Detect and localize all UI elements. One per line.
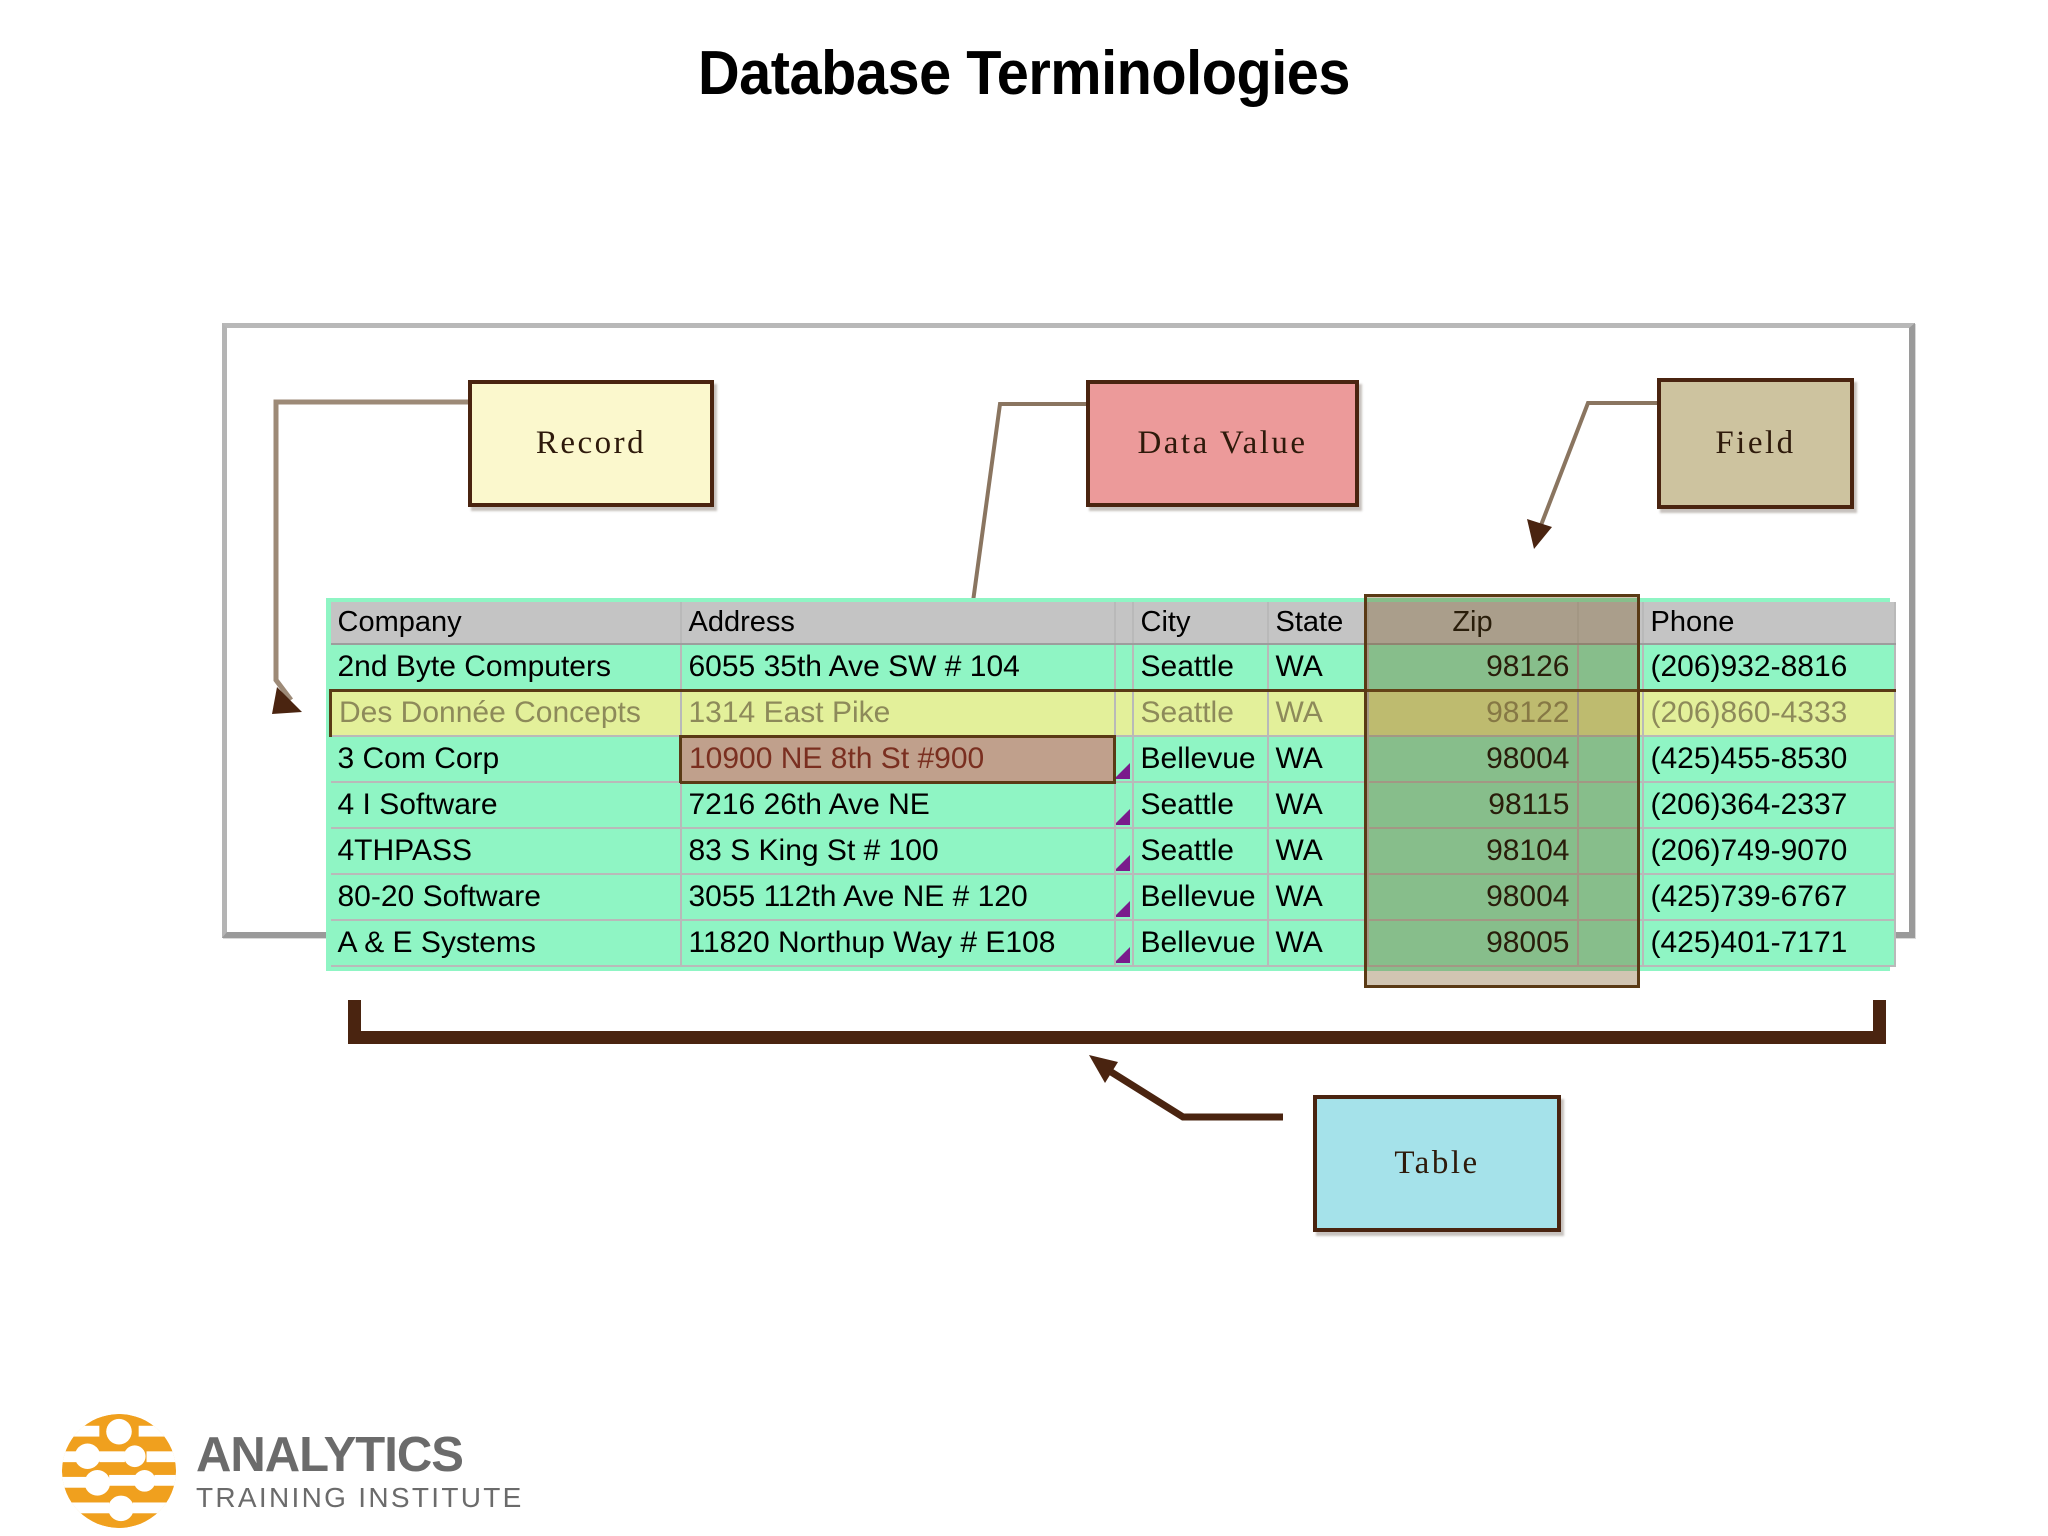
cell-state[interactable]: WA	[1267, 736, 1369, 783]
cell-address[interactable]: 83 S King St # 100	[680, 828, 1116, 875]
cell-company[interactable]: 3 Com Corp	[330, 736, 682, 783]
callout-box-record[interactable]: Record	[468, 380, 714, 507]
cell-address[interactable]: 6055 35th Ave SW # 104	[680, 644, 1116, 691]
cell-company[interactable]: 4 I Software	[330, 782, 682, 829]
overflow-triangle-icon	[1114, 947, 1130, 963]
cell-spacer	[1114, 874, 1134, 921]
overflow-triangle-icon	[1114, 763, 1130, 779]
column-header-zip[interactable]: Zip	[1367, 602, 1579, 645]
cell-phone[interactable]: (425)455-8530	[1642, 736, 1896, 783]
cell-spacer	[1114, 782, 1134, 829]
table-span-bracket	[348, 1000, 1886, 1044]
cell-phone[interactable]: (425)739-6767	[1642, 874, 1896, 921]
cell-spacer	[1114, 736, 1134, 783]
table-row-highlighted-record[interactable]: Des Donnée Concepts 1314 East Pike Seatt…	[329, 688, 1896, 737]
analytics-network-circle-icon	[61, 1413, 177, 1529]
cell-phone[interactable]: (206)364-2337	[1642, 782, 1896, 829]
cell-city[interactable]: Bellevue	[1132, 736, 1269, 783]
cell-zip-spacer	[1577, 874, 1644, 921]
overflow-triangle-icon	[1114, 809, 1130, 825]
table-row[interactable]: 80-20 Software 3055 112th Ave NE # 120 B…	[330, 874, 1896, 921]
cell-state[interactable]: WA	[1267, 920, 1369, 967]
cell-company[interactable]: 2nd Byte Computers	[330, 644, 682, 691]
cell-spacer	[1114, 828, 1134, 875]
cell-zip[interactable]: 98115	[1367, 782, 1579, 829]
data-table-container[interactable]: Company Address City State Zip Phone 2nd…	[326, 598, 1896, 971]
cell-state[interactable]: WA	[1267, 828, 1369, 875]
cell-state[interactable]: WA	[1267, 644, 1369, 691]
callout-box-table[interactable]: Table	[1313, 1095, 1561, 1232]
column-header-spacer	[1114, 602, 1134, 645]
overflow-triangle-icon	[1114, 855, 1130, 871]
cell-city[interactable]: Seattle	[1132, 782, 1269, 829]
cell-spacer	[1114, 644, 1134, 691]
page-title: Database Terminologies	[698, 39, 1350, 108]
table-header-row: Company Address City State Zip Phone	[330, 602, 1896, 645]
cell-zip[interactable]: 98005	[1367, 920, 1579, 967]
cell-city[interactable]: Bellevue	[1132, 920, 1269, 967]
column-header-phone[interactable]: Phone	[1642, 602, 1896, 645]
cell-address[interactable]: 3055 112th Ave NE # 120	[680, 874, 1116, 921]
column-header-company[interactable]: Company	[330, 602, 682, 645]
table-leader-line	[1089, 1055, 1283, 1121]
overflow-triangle-icon	[1114, 901, 1130, 917]
cell-phone[interactable]: (425)401-7171	[1642, 920, 1896, 967]
cell-zip-spacer	[1577, 736, 1644, 783]
cell-zip-spacer	[1577, 920, 1644, 967]
cell-zip[interactable]: 98004	[1367, 736, 1579, 783]
column-header-state[interactable]: State	[1267, 602, 1369, 645]
cell-city[interactable]: Seattle	[1132, 688, 1269, 737]
cell-zip-spacer	[1577, 688, 1644, 737]
footer-logo: ANALYTICS TRAINING INSTITUTE	[60, 1412, 524, 1530]
column-header-city[interactable]: City	[1132, 602, 1269, 645]
cell-city[interactable]: Seattle	[1132, 644, 1269, 691]
cell-company[interactable]: 80-20 Software	[330, 874, 682, 921]
cell-phone[interactable]: (206)749-9070	[1642, 828, 1896, 875]
table-header: Company Address City State Zip Phone	[330, 602, 1896, 645]
database-table[interactable]: Company Address City State Zip Phone 2nd…	[329, 602, 1896, 967]
cell-state[interactable]: WA	[1267, 782, 1369, 829]
table-row[interactable]: 2nd Byte Computers 6055 35th Ave SW # 10…	[330, 644, 1896, 691]
cell-address[interactable]: 7216 26th Ave NE	[680, 782, 1116, 829]
cell-spacer	[1114, 688, 1134, 737]
cell-spacer	[1114, 920, 1134, 967]
cell-city[interactable]: Bellevue	[1132, 874, 1269, 921]
column-header-address[interactable]: Address	[680, 602, 1116, 645]
cell-state[interactable]: WA	[1267, 874, 1369, 921]
table-row[interactable]: A & E Systems 11820 Northup Way # E108 B…	[330, 920, 1896, 967]
cell-city[interactable]: Seattle	[1132, 828, 1269, 875]
cell-zip-spacer	[1577, 782, 1644, 829]
callout-box-field[interactable]: Field	[1657, 378, 1854, 509]
table-row[interactable]: 4THPASS 83 S King St # 100 Seattle WA 98…	[330, 828, 1896, 875]
logo-title: ANALYTICS	[196, 1427, 464, 1482]
table-row[interactable]: 4 I Software 7216 26th Ave NE Seattle WA…	[330, 782, 1896, 829]
cell-phone[interactable]: (206)860-4333	[1642, 688, 1896, 737]
logo-subtitle: TRAINING INSTITUTE	[196, 1481, 524, 1513]
cell-company[interactable]: 4THPASS	[330, 828, 682, 875]
cell-company[interactable]: Des Donnée Concepts	[329, 688, 682, 737]
cell-state[interactable]: WA	[1267, 688, 1369, 737]
cell-zip[interactable]: 98104	[1367, 828, 1579, 875]
table-body: 2nd Byte Computers 6055 35th Ave SW # 10…	[329, 644, 1896, 967]
cell-address-highlighted-data-value[interactable]: 10900 NE 8th St #900	[679, 734, 1116, 784]
table-row[interactable]: 3 Com Corp 10900 NE 8th St #900 Bellevue…	[330, 734, 1896, 784]
cell-zip-spacer	[1577, 644, 1644, 691]
cell-zip-spacer	[1577, 828, 1644, 875]
cell-company[interactable]: A & E Systems	[330, 920, 682, 967]
cell-zip[interactable]: 98122	[1367, 688, 1579, 737]
cell-zip[interactable]: 98126	[1367, 644, 1579, 691]
callout-box-data-value[interactable]: Data Value	[1086, 380, 1359, 507]
cell-address[interactable]: 11820 Northup Way # E108	[680, 920, 1116, 967]
cell-address[interactable]: 1314 East Pike	[680, 688, 1116, 737]
cell-phone[interactable]: (206)932-8816	[1642, 644, 1896, 691]
cell-zip[interactable]: 98004	[1367, 874, 1579, 921]
column-header-zip-spacer	[1577, 602, 1644, 645]
